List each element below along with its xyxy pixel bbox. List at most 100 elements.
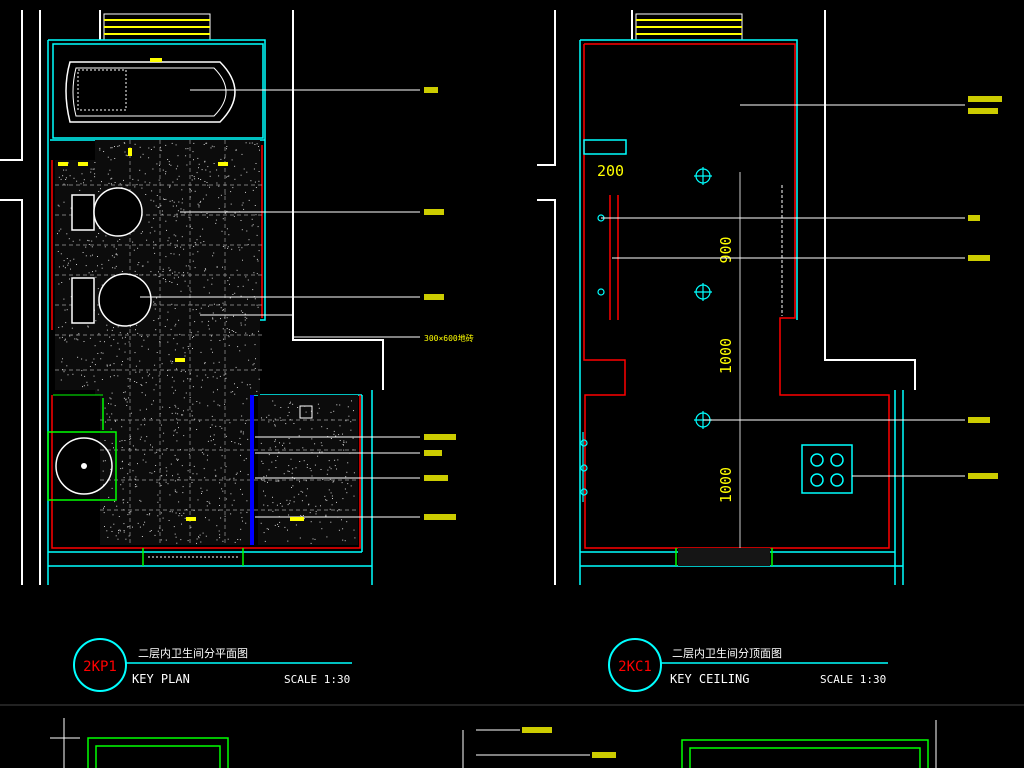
speckle [106,324,108,326]
speckle [117,342,119,344]
speckle [257,226,259,228]
speckle [153,400,154,402]
speckle [253,168,255,170]
speckle [92,254,93,256]
speckle [151,472,153,474]
speckle [158,179,160,181]
speckle [211,335,212,337]
speckle [61,326,63,328]
speckle [288,438,290,439]
speckle [303,518,305,520]
speckle [288,514,290,516]
speckle [196,172,198,174]
speckle [247,279,249,281]
speckle [65,322,67,324]
speckle [224,193,226,195]
speckle [236,472,238,474]
speckle [353,472,355,474]
speckle [106,365,108,367]
speckle [121,426,123,428]
ceiling-door [675,548,773,566]
speckle [174,404,176,406]
speckle [123,142,125,144]
speckle [67,184,69,186]
speckle [175,536,177,538]
speckle [118,516,120,517]
speckle [168,520,170,521]
speckle [202,198,204,200]
speckle [258,250,260,252]
speckle [108,259,110,261]
top-window [103,13,211,41]
speckle [171,282,173,283]
speckle [212,317,214,319]
speckle [189,373,191,375]
speckle [182,347,184,349]
plan-walls [0,10,384,585]
speckle [212,391,214,393]
speckle [85,246,87,248]
speckle [133,230,135,232]
speckle [139,146,141,148]
speckle [298,493,300,495]
speckle [136,184,138,186]
wash-basin [47,394,117,501]
speckle [198,167,199,169]
speckle [246,317,248,319]
speckle [181,202,183,204]
speckle [178,272,180,274]
speckle [244,422,246,424]
speckle [258,171,260,172]
speckle [346,471,348,473]
speckle [235,149,237,151]
speckle [232,187,234,189]
speckle [165,281,167,283]
speckle [81,370,83,372]
speckle [69,260,71,262]
speckle [149,531,151,532]
speckle [326,473,328,475]
speckle [104,407,106,409]
speckle [324,495,326,497]
speckle [153,320,155,321]
speckle [188,265,190,267]
speckle [156,195,158,196]
speckle [223,338,224,340]
speckle [144,521,146,523]
speckle [321,445,323,447]
speckle [172,361,174,362]
speckle [111,177,113,179]
speckle [326,536,328,538]
speckle [215,474,217,476]
speckle [98,228,100,230]
speckle [114,182,116,183]
speckle [120,468,122,470]
speckle [197,499,199,501]
speckle [108,496,110,498]
speckle [63,371,65,373]
speckle [110,159,112,161]
speckle [123,397,125,399]
speckle [98,233,100,234]
speckle [171,376,173,378]
speckle [173,277,175,279]
speckle [110,526,112,528]
speckle [224,206,226,208]
speckle [122,337,123,339]
speckle [206,489,208,491]
speckle [66,233,68,235]
speckle [140,436,142,438]
speckle [192,151,194,153]
speckle [234,383,235,385]
speckle [226,328,228,330]
speckle [310,521,312,523]
speckle [160,485,162,486]
speckle [268,469,270,471]
speckle [81,358,83,360]
speckle [176,178,178,180]
speckle [185,371,186,373]
speckle [246,511,248,513]
speckle [173,392,175,394]
speckle [223,309,224,311]
ceiling-walls [537,10,916,585]
